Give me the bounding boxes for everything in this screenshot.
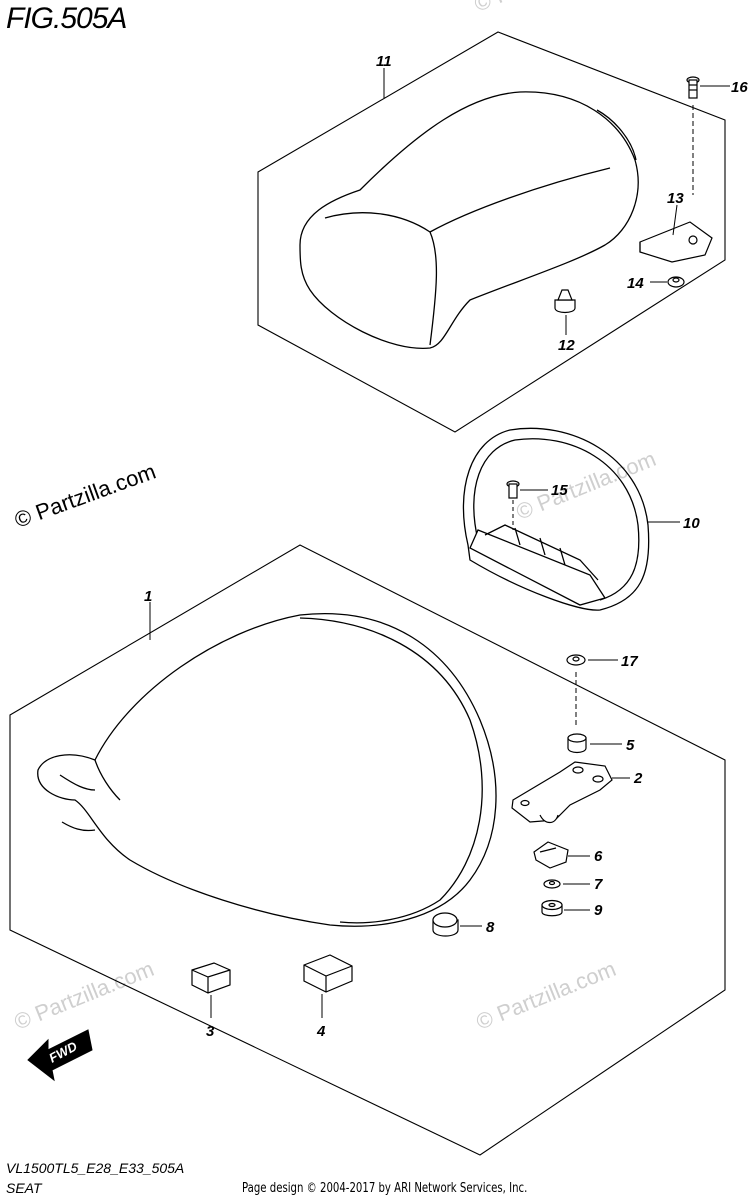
copyright-notice: Page design © 2004-2017 by ARI Network S… [242, 1181, 528, 1196]
callout-6: 6 [594, 848, 603, 865]
washer-17-shape [566, 654, 586, 666]
figure-name: SEAT [6, 1180, 42, 1196]
bracket-2-shape [511, 761, 613, 824]
callout-16: 16 [731, 79, 748, 96]
callout-13: 13 [667, 190, 684, 207]
callout-3: 3 [206, 1023, 215, 1040]
grommet-5-shape [567, 733, 587, 754]
bracket-13-shape [639, 221, 713, 263]
front-seat-group-frame [9, 544, 726, 1156]
callout-2: 2 [633, 770, 643, 787]
watermark-bottom-left: © Partzilla.com [11, 956, 158, 1035]
screw-15-shape [506, 480, 520, 499]
bolt-16-shape [686, 76, 700, 99]
leader-13 [672, 204, 678, 236]
callout-7: 7 [594, 876, 603, 893]
watermark-main: © Partzilla.com [11, 459, 159, 533]
figure-code: VL1500TL5_E28_E33_505A [6, 1160, 185, 1176]
pad-3-shape [191, 962, 231, 994]
nut-14-shape [667, 276, 685, 288]
callout-12: 12 [558, 337, 575, 354]
cushion-8-shape [432, 912, 459, 937]
callout-4: 4 [316, 1023, 326, 1040]
figure-title: FIG.505A [6, 2, 127, 35]
rear-seat-shape [299, 91, 639, 349]
clip-6-shape [533, 841, 569, 869]
watermark-top-right: © Partzilla.com [471, 0, 618, 17]
callout-14: 14 [627, 275, 644, 292]
callout-9: 9 [594, 902, 603, 919]
callout-10: 10 [683, 515, 700, 532]
callout-1: 1 [144, 588, 152, 605]
callout-5: 5 [626, 737, 635, 754]
backrest-10-shape [462, 427, 650, 611]
watermark-mid-right: © Partzilla.com [513, 446, 660, 525]
rear-seat-group-frame [257, 31, 726, 433]
fwd-arrow: FWD [27, 1029, 93, 1082]
callout-8: 8 [486, 919, 495, 936]
callout-17: 17 [621, 653, 638, 670]
callout-15: 15 [551, 482, 568, 499]
nut-9-shape [541, 899, 563, 917]
grommet-12-shape [554, 289, 576, 314]
watermark-bottom-right: © Partzilla.com [473, 956, 620, 1035]
callout-11: 11 [376, 53, 392, 70]
front-seat-shape [37, 613, 497, 927]
washer-7-shape [543, 879, 561, 889]
pad-4-shape [303, 954, 353, 993]
